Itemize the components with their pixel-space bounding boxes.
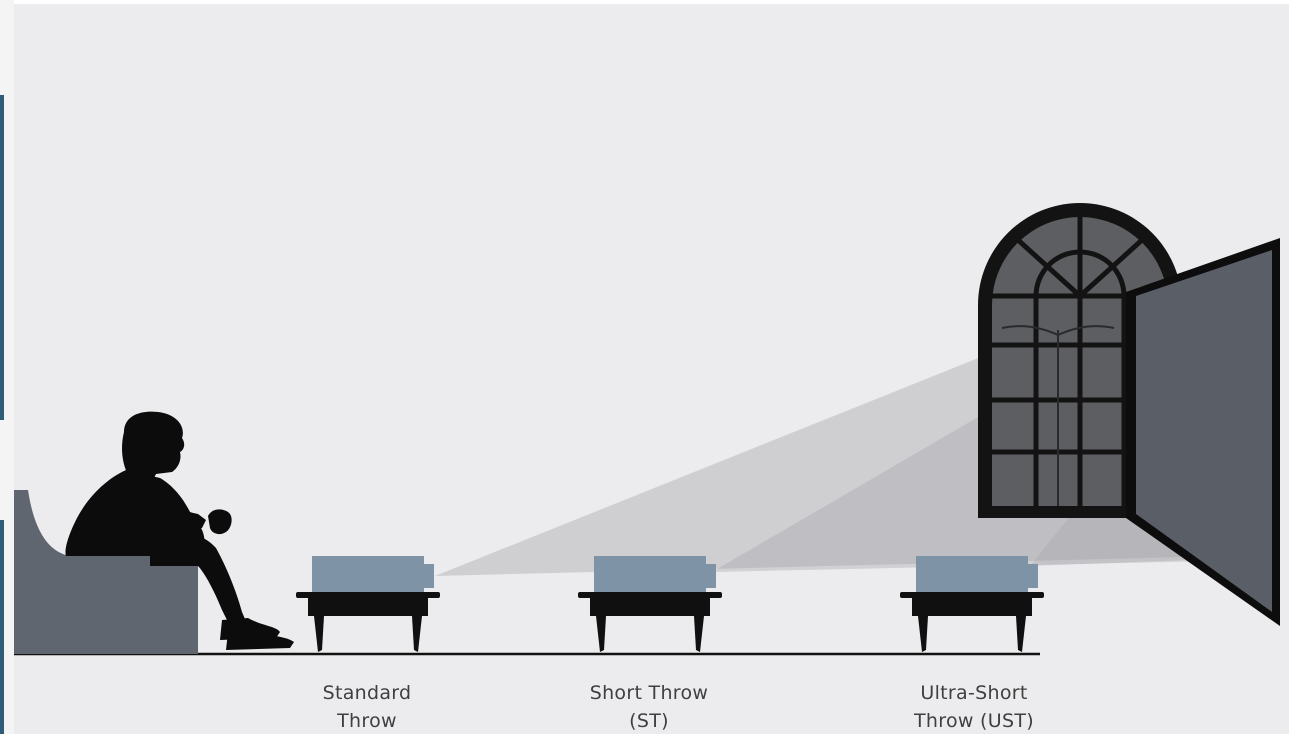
label-ultra-short-throw-line1: Ultra-Short [920,682,1027,704]
label-standard-throw-line1: Standard [323,682,412,704]
label-ultra-short-throw-line2: Throw (UST) [913,710,1034,732]
projector-icon [312,556,434,592]
label-short-throw-line2: (ST) [629,710,669,732]
top-margin [0,0,1289,4]
edge-bar-top [0,95,4,420]
edge-bar-bottom [0,520,4,734]
label-short-throw-line1: Short Throw [590,682,709,704]
projector-icon [594,556,716,592]
projector-icon [916,556,1038,592]
label-standard-throw-line2: Throw [336,710,397,732]
